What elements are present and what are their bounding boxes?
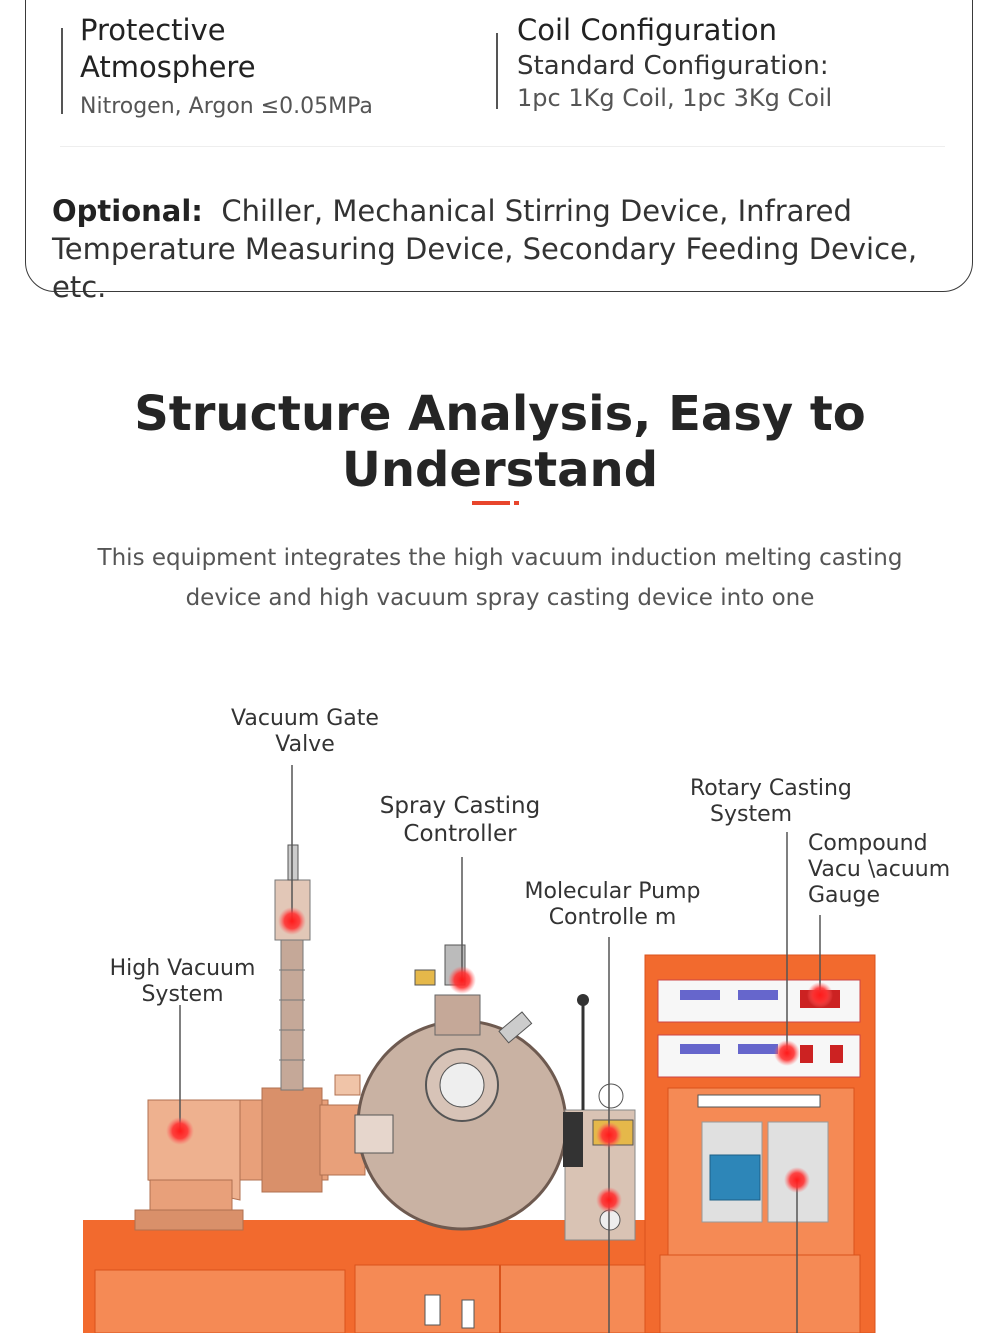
marker-vacuum-gate xyxy=(278,907,306,935)
label-line: Compound xyxy=(808,831,928,856)
label-line: Molecular Pump xyxy=(524,879,701,904)
label-line: Valve xyxy=(275,732,335,757)
spec-title: Coil Configuration xyxy=(517,13,777,47)
optional-text-2: Temperature Measuring Device, Secondary … xyxy=(52,232,918,304)
label-line: Controlle m xyxy=(548,905,677,930)
spec-title: Protective xyxy=(80,13,226,47)
marker-high-vacuum xyxy=(166,1117,194,1145)
label-line: High Vacuum xyxy=(109,956,256,981)
accent-dot xyxy=(514,501,519,505)
spec-protective-atmosphere: Protective Atmosphere Nitrogen, Argon ≤0… xyxy=(80,12,373,122)
label-rotary-casting-system: Rotary Casting System xyxy=(690,776,880,828)
spec-value: 1pc 1Kg Coil, 1pc 3Kg Coil xyxy=(517,84,833,112)
label-line: Gauge xyxy=(808,883,880,908)
label-molecular-pump-controller: Molecular Pump Controlle m xyxy=(510,879,715,931)
spec-divider xyxy=(60,146,945,147)
marker-molecular-2 xyxy=(596,1187,622,1213)
optional-label: Optional: xyxy=(52,194,203,228)
label-line: Controller xyxy=(403,821,517,847)
label-line: Vacuum Gate xyxy=(231,706,379,731)
accent-bar xyxy=(472,501,510,505)
vacuum-gate-valve-column xyxy=(274,844,311,1091)
label-line: System xyxy=(141,982,224,1007)
spec-coil-configuration: Coil Configuration Standard Configuratio… xyxy=(517,12,832,113)
marker-molecular-1 xyxy=(596,1122,622,1148)
spec-value: Nitrogen, Argon ≤0.05MPa xyxy=(80,94,373,119)
marker-cabinet xyxy=(784,1167,810,1193)
section-title: Structure Analysis, Easy to Understand xyxy=(134,386,866,498)
marker-rotary xyxy=(774,1040,800,1066)
desc-line-1: This equipment integrates the high vacuu… xyxy=(97,545,903,571)
label-spray-casting-controller: Spray Casting Controller xyxy=(360,792,560,848)
marker-spray xyxy=(448,966,476,994)
section-description: This equipment integrates the high vacuu… xyxy=(0,538,1000,618)
label-compound-vacuum-gauge: Compound Vacu \acuum Gauge xyxy=(808,831,978,909)
marker-compound xyxy=(807,982,833,1008)
label-high-vacuum-system: High Vacuum System xyxy=(105,956,260,1008)
desc-line-2: device and high vacuum spray casting dev… xyxy=(185,585,815,611)
divider-line xyxy=(61,28,63,114)
markers xyxy=(166,907,833,1213)
high-vacuum-pipes xyxy=(134,1074,366,1231)
label-line: System xyxy=(710,802,793,827)
label-line: Rotary Casting xyxy=(690,776,852,801)
optional-features: Optional: Chiller, Mechanical Stirring D… xyxy=(52,192,962,306)
equipment-diagram xyxy=(83,765,876,1333)
control-cabinet xyxy=(644,954,876,1333)
divider-line xyxy=(496,33,498,109)
label-line: Vacu \acuum xyxy=(808,857,951,882)
optional-text-1: Chiller, Mechanical Stirring Device, Inf… xyxy=(221,194,852,228)
spec-title: Atmosphere xyxy=(80,50,256,84)
label-vacuum-gate-valve: Vacuum Gate Valve xyxy=(220,706,390,758)
spec-value: Standard Configuration: xyxy=(517,51,829,81)
label-line: Spray Casting xyxy=(379,793,541,819)
